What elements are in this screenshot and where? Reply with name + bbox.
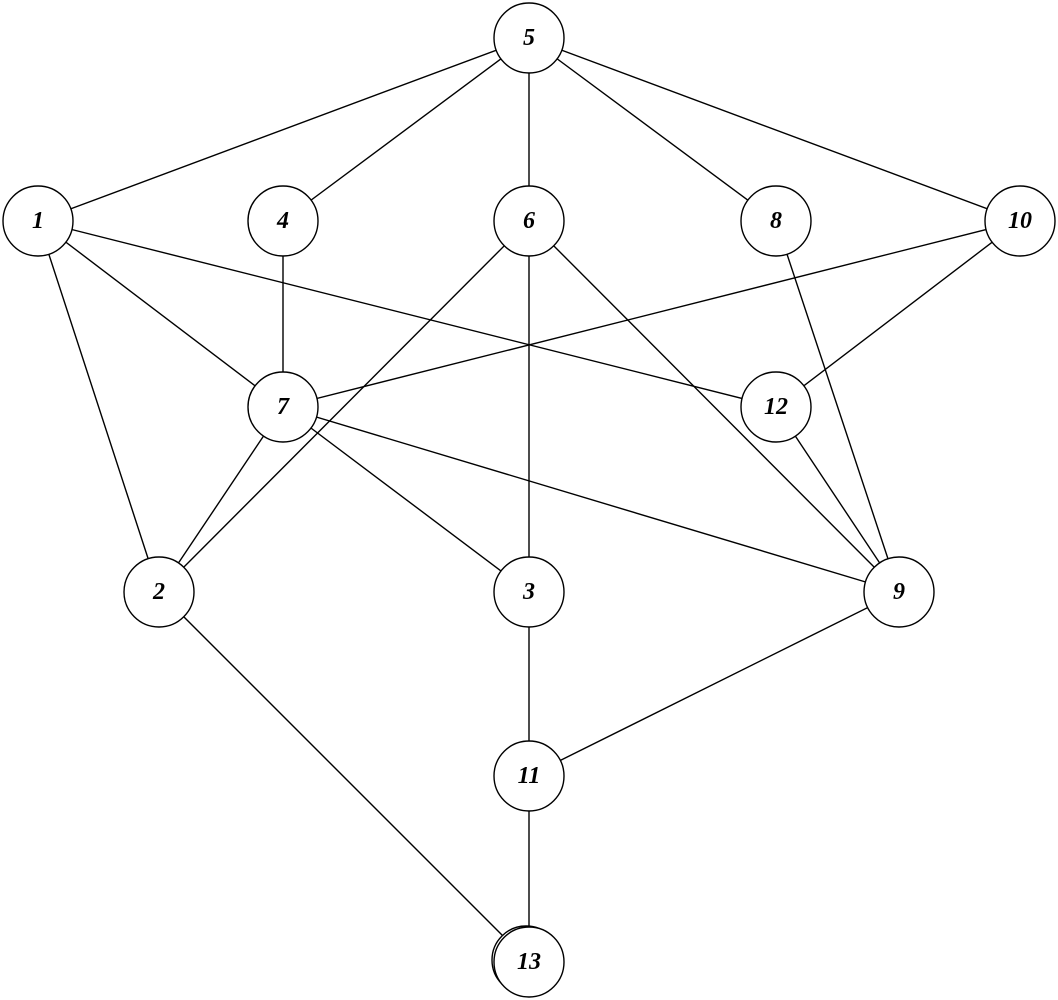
edge-2-13: [158, 591, 530, 963]
node-circle: [493, 926, 565, 998]
edge-10-7: [282, 220, 1021, 408]
edge-5-4: [282, 37, 530, 222]
node-circle: [123, 556, 195, 628]
node-circle: [740, 371, 812, 443]
node-label: 11: [518, 763, 541, 789]
node-9: 9: [863, 556, 935, 628]
edge-5-1: [37, 37, 530, 222]
node-circle: [493, 2, 565, 74]
node-label: 1: [32, 208, 44, 234]
node-circle: [247, 371, 319, 443]
node-circle: [2, 185, 74, 257]
node-circle: [493, 556, 565, 628]
node-2: 2: [123, 556, 195, 628]
node-label: 7: [277, 394, 290, 420]
node-label: 2: [152, 579, 165, 605]
edge-9-11: [528, 591, 900, 777]
node-5: 5: [493, 2, 565, 74]
node-12: 12: [740, 371, 812, 443]
node-circle: [247, 185, 319, 257]
node-13: 13: [491, 925, 565, 998]
node-label: 8: [770, 208, 782, 234]
edge-7-3: [282, 406, 530, 593]
node-3: 3: [493, 556, 565, 628]
edges-layer: [37, 37, 1021, 963]
node-label: 9: [893, 579, 905, 605]
node-circle: [493, 185, 565, 257]
edge-12-9: [775, 406, 900, 593]
node-8: 8: [740, 185, 812, 257]
node-label: 3: [522, 579, 535, 605]
edge-8-9: [775, 220, 900, 593]
node-6: 6: [493, 185, 565, 257]
edge-1-12: [37, 220, 777, 408]
edge-7-2: [158, 406, 284, 593]
edge-5-10: [528, 37, 1021, 222]
node-circle: [863, 556, 935, 628]
edge-5-8: [528, 37, 777, 222]
node-11: 11: [493, 740, 565, 812]
node-label: 5: [523, 25, 535, 51]
node-label: 12: [764, 394, 788, 420]
edge-10-12: [775, 220, 1021, 408]
node-circle: [740, 185, 812, 257]
edge-6-9: [528, 220, 900, 593]
node-label: 13: [517, 949, 541, 975]
edge-7-9: [282, 406, 900, 593]
node-7: 7: [247, 371, 319, 443]
node-circle: [493, 740, 565, 812]
node-1: 1: [2, 185, 74, 257]
node-10: 10: [984, 185, 1056, 257]
node-circle: [984, 185, 1056, 257]
edge-1-2: [37, 220, 160, 593]
node-label: 4: [276, 208, 289, 234]
node-4: 4: [247, 185, 319, 257]
node-label: 10: [1008, 208, 1032, 234]
edge-6-2: [158, 220, 530, 593]
node-label: 6: [523, 208, 535, 234]
edge-1-7: [37, 220, 284, 408]
